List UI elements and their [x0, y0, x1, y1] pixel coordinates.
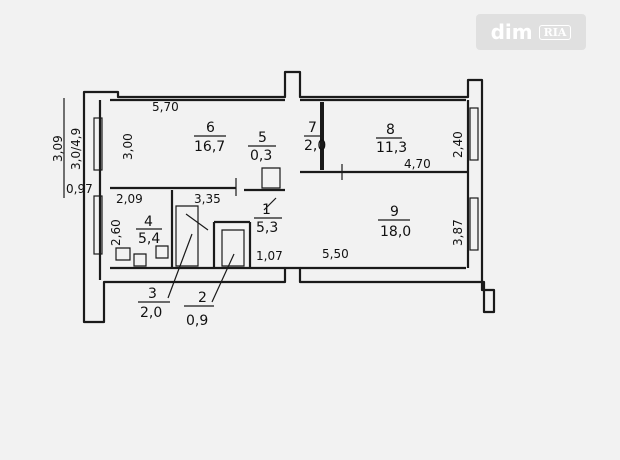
dim-room6-height: 3,00	[121, 133, 135, 160]
dim-outer-height-b: 3,0/4,9	[69, 128, 83, 170]
watermark-badge: RIA	[538, 24, 572, 40]
room-8-area: 11,3	[376, 140, 407, 156]
room-3-area: 2,0	[140, 305, 162, 321]
dim-room8-height: 2,40	[451, 131, 465, 158]
room-7-area: 2,0	[304, 138, 326, 154]
watermark-text: dim	[490, 20, 533, 44]
outer-walls	[82, 70, 496, 324]
interior-walls	[110, 102, 468, 268]
dim-top-left: 5,70	[152, 100, 179, 114]
dim-corridor-mid: 3,35	[194, 192, 221, 206]
room-5-id: 5	[258, 130, 267, 146]
watermark-logo: dim RIA	[476, 14, 586, 50]
room-7-id: 7	[308, 120, 317, 136]
dim-corridor-narrow: 1,07	[256, 249, 283, 263]
room-2-area: 0,9	[186, 313, 208, 329]
dimension-labels: 5,70 3,00 3,09 3,0/4,9 0,97 2,09 3,35 2,…	[51, 98, 465, 263]
room-6-id: 6	[206, 120, 215, 136]
room-2-id: 2	[198, 290, 207, 306]
dim-corridor-left: 2,09	[116, 192, 143, 206]
room-8-id: 8	[386, 122, 395, 138]
room-9-area: 18,0	[380, 224, 411, 240]
dim-window-offset: 0,97	[66, 182, 93, 196]
dim-kitchen-height: 2,60	[109, 219, 123, 246]
room-6-area: 16,7	[194, 139, 225, 155]
room-3-id: 3	[148, 286, 157, 302]
room-4-area: 5,4	[138, 231, 160, 247]
dim-room9-width: 5,50	[322, 247, 349, 261]
room-1-area: 5,3	[256, 220, 278, 236]
room-1-id: 1	[262, 202, 271, 218]
room-labels: 6 16,7 5 0,3 7 2,0 8 11,3 9 18,0 4 5,4 1…	[136, 120, 411, 329]
room-4-id: 4	[144, 214, 153, 230]
windows	[93, 107, 479, 255]
room-9-id: 9	[390, 204, 399, 220]
room-5-area: 0,3	[250, 148, 272, 164]
dim-room8-width: 4,70	[404, 157, 431, 171]
dim-outer-height: 3,09	[51, 135, 65, 162]
dim-room9-height: 3,87	[451, 219, 465, 246]
